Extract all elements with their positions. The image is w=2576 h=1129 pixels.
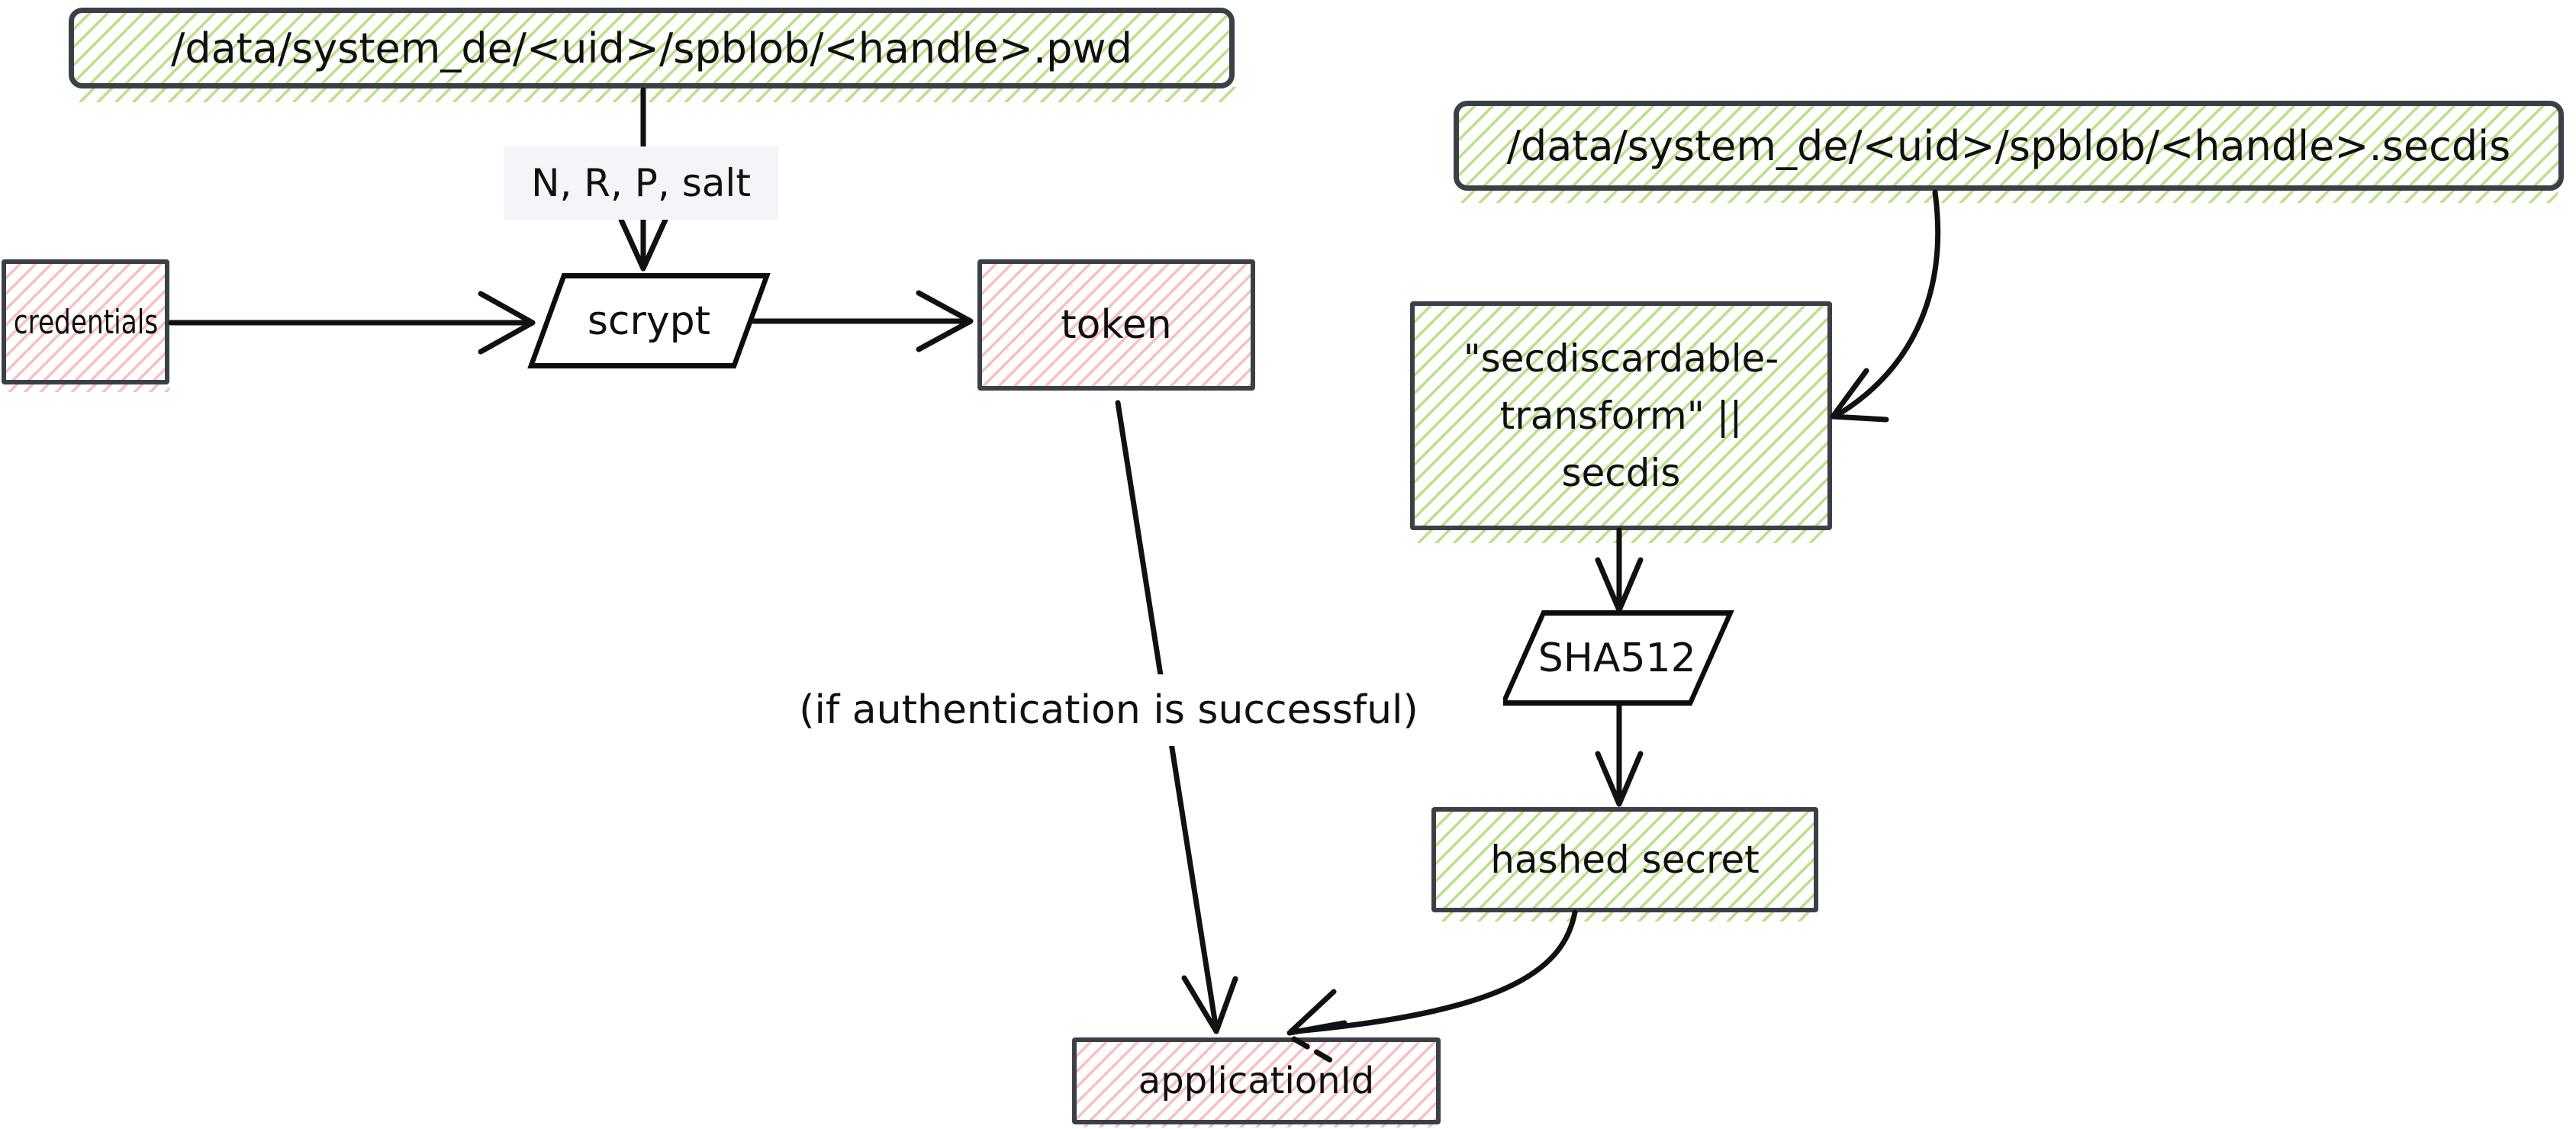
hatch-overshoot — [1418, 528, 1826, 543]
node-secdiscardable: "secdiscardable- transform" || secdis — [1410, 301, 1832, 530]
node-secdis-file-label: /data/system_de/<uid>/spblob/<handle>.se… — [1506, 121, 2511, 170]
node-pwd-file-label: /data/system_de/<uid>/spblob/<handle>.pw… — [171, 24, 1132, 72]
arrow-credentials-to-scrypt — [168, 291, 536, 355]
arrow-scrypt-to-token — [750, 290, 974, 352]
node-pwd-file: /data/system_de/<uid>/spblob/<handle>.pw… — [69, 8, 1235, 88]
node-secdiscardable-label: "secdiscardable- transform" || secdis — [1463, 336, 1779, 495]
node-sha512: SHA512 — [1499, 610, 1734, 706]
node-scrypt-label: scrypt — [587, 298, 711, 344]
node-hashed-secret-label: hashed secret — [1490, 838, 1760, 882]
node-token-label: token — [1061, 302, 1172, 348]
hatch-overshoot — [79, 87, 1236, 102]
node-hashed-secret: hashed secret — [1431, 807, 1818, 912]
node-credentials: credentials — [2, 259, 169, 384]
arrow-sha512-to-hashed-secret — [1595, 703, 1644, 807]
node-application-id: applicationId — [1072, 1037, 1441, 1124]
node-token: token — [977, 259, 1255, 391]
node-secdis-file: /data/system_de/<uid>/spblob/<handle>.se… — [1454, 101, 2564, 191]
edge-label-auth-condition: (if authentication is successful) — [714, 674, 1503, 746]
node-credentials-label: credentials — [13, 302, 158, 342]
edge-label-scrypt-params: N, R, P, salt — [504, 146, 778, 220]
hatch-overshoot — [1461, 188, 2558, 203]
node-application-id-label: applicationId — [1138, 1060, 1375, 1102]
arrow-secdis-to-secdiscardable — [1830, 189, 1941, 423]
node-sha512-label: SHA512 — [1538, 635, 1696, 681]
node-scrypt: scrypt — [527, 273, 771, 368]
